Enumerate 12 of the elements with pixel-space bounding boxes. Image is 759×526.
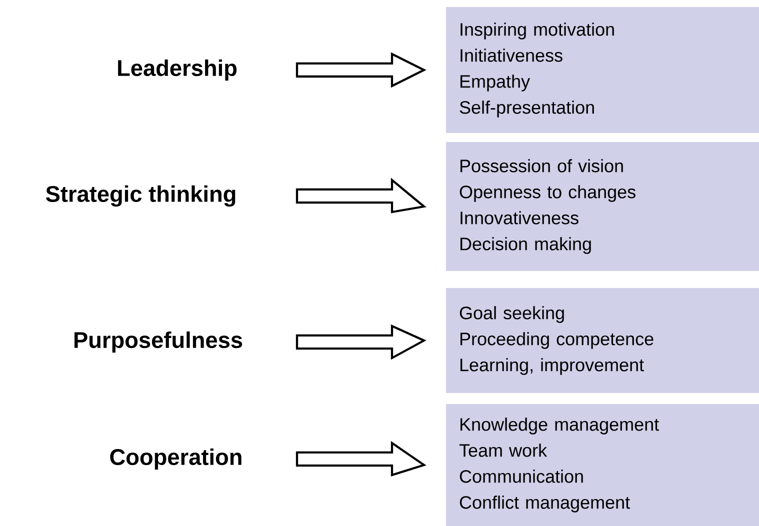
block-arrow: [296, 52, 426, 88]
category-label: Strategic thinking: [46, 185, 236, 207]
trait-box: Knowledge management Team work Communication Conflict management: [446, 404, 759, 526]
trait-box: Possession of vision Openness to changes Innovativeness Decision making: [446, 142, 759, 271]
block-arrow: [296, 324, 426, 360]
category-label: Cooperation: [110, 448, 242, 470]
block-arrow: [296, 440, 426, 476]
category-label: Purposefulness: [74, 331, 242, 353]
category-label: Leadership: [118, 59, 237, 81]
block-arrow: [296, 178, 426, 214]
trait-box: Inspiring motivation Initiativeness Empathy Self-presentation: [446, 7, 759, 133]
trait-box: Goal seeking Proceeding competence Learning, improvement: [446, 288, 759, 393]
